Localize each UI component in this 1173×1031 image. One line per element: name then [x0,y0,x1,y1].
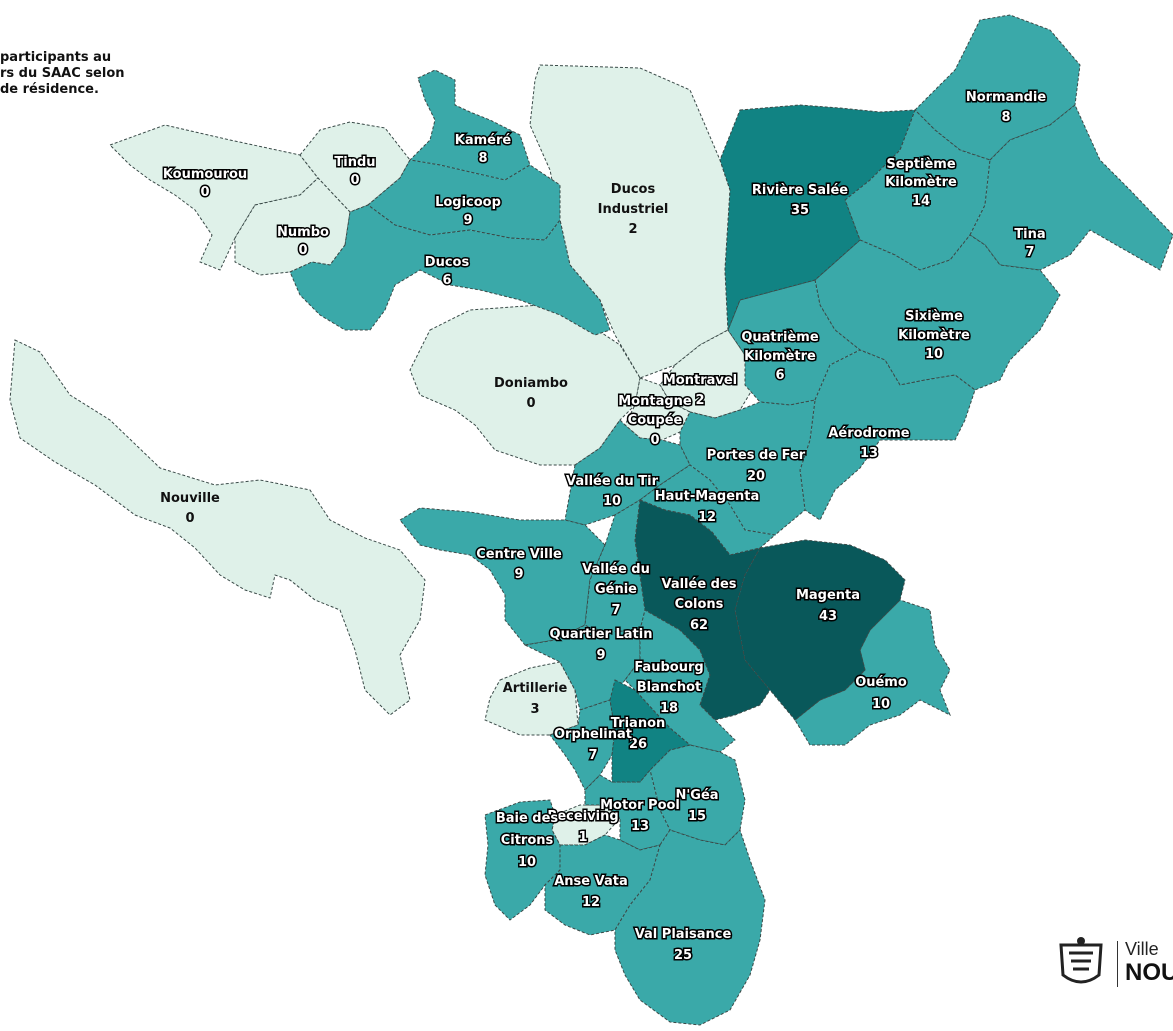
logo-divider [1117,941,1118,987]
district-area-trianon[interactable] [609,679,692,783]
district-area-val-plaisance[interactable] [614,829,766,1026]
district-area-ngea[interactable] [649,744,746,846]
district-area-montagne-coupee[interactable] [624,377,691,441]
district-area-riviere-salee[interactable] [719,104,916,331]
district-area-tindu[interactable] [299,121,411,213]
map-title: participants au rs du SAAC selon de rési… [0,50,200,98]
district-area-portes-de-fer[interactable] [679,399,816,536]
city-crest-icon [1059,937,1103,984]
district-area-centre-ville[interactable] [399,507,606,646]
map-title-line: de résidence. [0,82,99,97]
map-title-line: participants au [0,50,112,65]
district-area-anse-vata[interactable] [544,834,661,936]
map-title-line: rs du SAAC selon [0,66,125,81]
district-area-vallee-des-colons[interactable] [634,499,771,721]
district-area-koumourou[interactable] [109,124,319,271]
city-logo: Ville NOU [1053,935,1173,995]
district-areas [9,14,1173,1026]
district-area-ducos[interactable] [289,204,611,336]
label-montravel: Montravel [663,373,737,388]
value-montravel: 2 [695,393,704,408]
logo-line-2: NOU [1125,959,1173,986]
district-area-ducos-industriel[interactable] [529,64,731,379]
district-area-artillerie[interactable] [484,661,579,736]
logo-line-1: Ville [1125,939,1159,959]
district-area-kamere[interactable] [408,69,531,181]
district-area-montravel[interactable] [659,329,756,419]
district-area-magenta[interactable] [734,539,906,721]
district-area-nouville[interactable] [9,339,426,716]
district-area-vallee-du-tir[interactable] [564,419,691,526]
